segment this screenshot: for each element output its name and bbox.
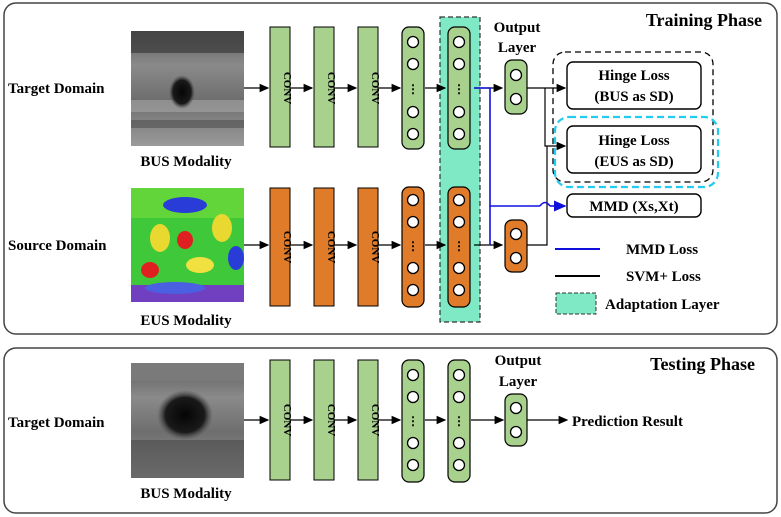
test-conv-layers xyxy=(269,359,379,481)
mmd-box xyxy=(566,193,702,218)
mmd-box-text: MMD (Xs,Xt) xyxy=(589,199,678,215)
test-output-nodes xyxy=(504,393,528,447)
test-bus-ultrasound-image xyxy=(131,363,244,478)
conv-label: CONV xyxy=(369,231,381,263)
test-output-layer-label: Layer xyxy=(499,374,538,390)
conv-label: CONV xyxy=(281,231,293,263)
bus-modality-label: BUS Modality xyxy=(140,154,232,170)
fc-ellipsis: ⋮ xyxy=(407,414,419,428)
fc-ellipsis: ⋮ xyxy=(407,82,419,96)
conv-label: CONV xyxy=(325,72,337,104)
output-layer-label: Output xyxy=(494,20,541,36)
output-layer-label: Layer xyxy=(498,40,537,56)
fc-ellipsis: ⋮ xyxy=(453,82,465,96)
test-fc-layers xyxy=(401,359,471,483)
training-phase-title: Training Phase xyxy=(646,10,762,30)
test-bus-modality-label: BUS Modality xyxy=(140,486,232,502)
hinge-loss-bus-text: Hinge Loss xyxy=(598,68,669,84)
test-output-layer-label: Output xyxy=(495,353,542,369)
hinge-loss-eus-text: Hinge Loss xyxy=(598,133,669,149)
conv-label: CONV xyxy=(281,404,293,436)
fc-ellipsis: ⋮ xyxy=(453,414,465,428)
bus-ultrasound-image xyxy=(131,31,244,146)
eus-loss-group-dashed xyxy=(553,115,720,189)
conv-label: CONV xyxy=(369,404,381,436)
testing-phase-title: Testing Phase xyxy=(650,354,755,374)
fc-ellipsis: ⋮ xyxy=(453,239,465,253)
conv-label: CONV xyxy=(281,72,293,104)
svm-loss-connections xyxy=(527,83,567,246)
eus-modality-label: EUS Modality xyxy=(140,313,232,329)
hinge-loss-bus-text: (BUS as SD) xyxy=(594,89,673,105)
legend-adaptation-label: Adaptation Layer xyxy=(605,297,720,313)
conv-label: CONV xyxy=(325,231,337,263)
neuron-nodes xyxy=(406,35,466,297)
hinge-loss-eus-text: (EUS as SD) xyxy=(594,154,673,170)
training-bus-conv-layers xyxy=(269,26,379,148)
training-output-nodes xyxy=(504,59,528,273)
conv-label: CONV xyxy=(325,404,337,436)
training-bus-fc-layers xyxy=(401,26,471,150)
training-eus-conv-layers xyxy=(269,187,379,307)
legend: MMD Loss SVM+ Loss Adaptation Layer xyxy=(555,242,720,315)
legend-mmd-label: MMD Loss xyxy=(626,242,698,258)
hinge-loss-bus-box xyxy=(566,61,702,110)
test-neuron-nodes xyxy=(406,368,466,472)
fc-ellipsis: ⋮ xyxy=(407,239,419,253)
hinge-loss-eus-box xyxy=(566,125,702,174)
legend-adaptation-swatch xyxy=(555,292,597,315)
target-domain-label: Target Domain xyxy=(8,81,105,97)
conv-label: CONV xyxy=(369,72,381,104)
source-domain-label: Source Domain xyxy=(8,238,107,254)
legend-svm-label: SVM+ Loss xyxy=(626,269,701,285)
training-eus-fc-layers xyxy=(401,186,471,308)
mmd-loss-connections xyxy=(474,87,567,245)
prediction-result-label: Prediction Result xyxy=(572,414,683,430)
eus-elastography-image xyxy=(131,188,244,302)
test-target-domain-label: Target Domain xyxy=(8,415,105,431)
